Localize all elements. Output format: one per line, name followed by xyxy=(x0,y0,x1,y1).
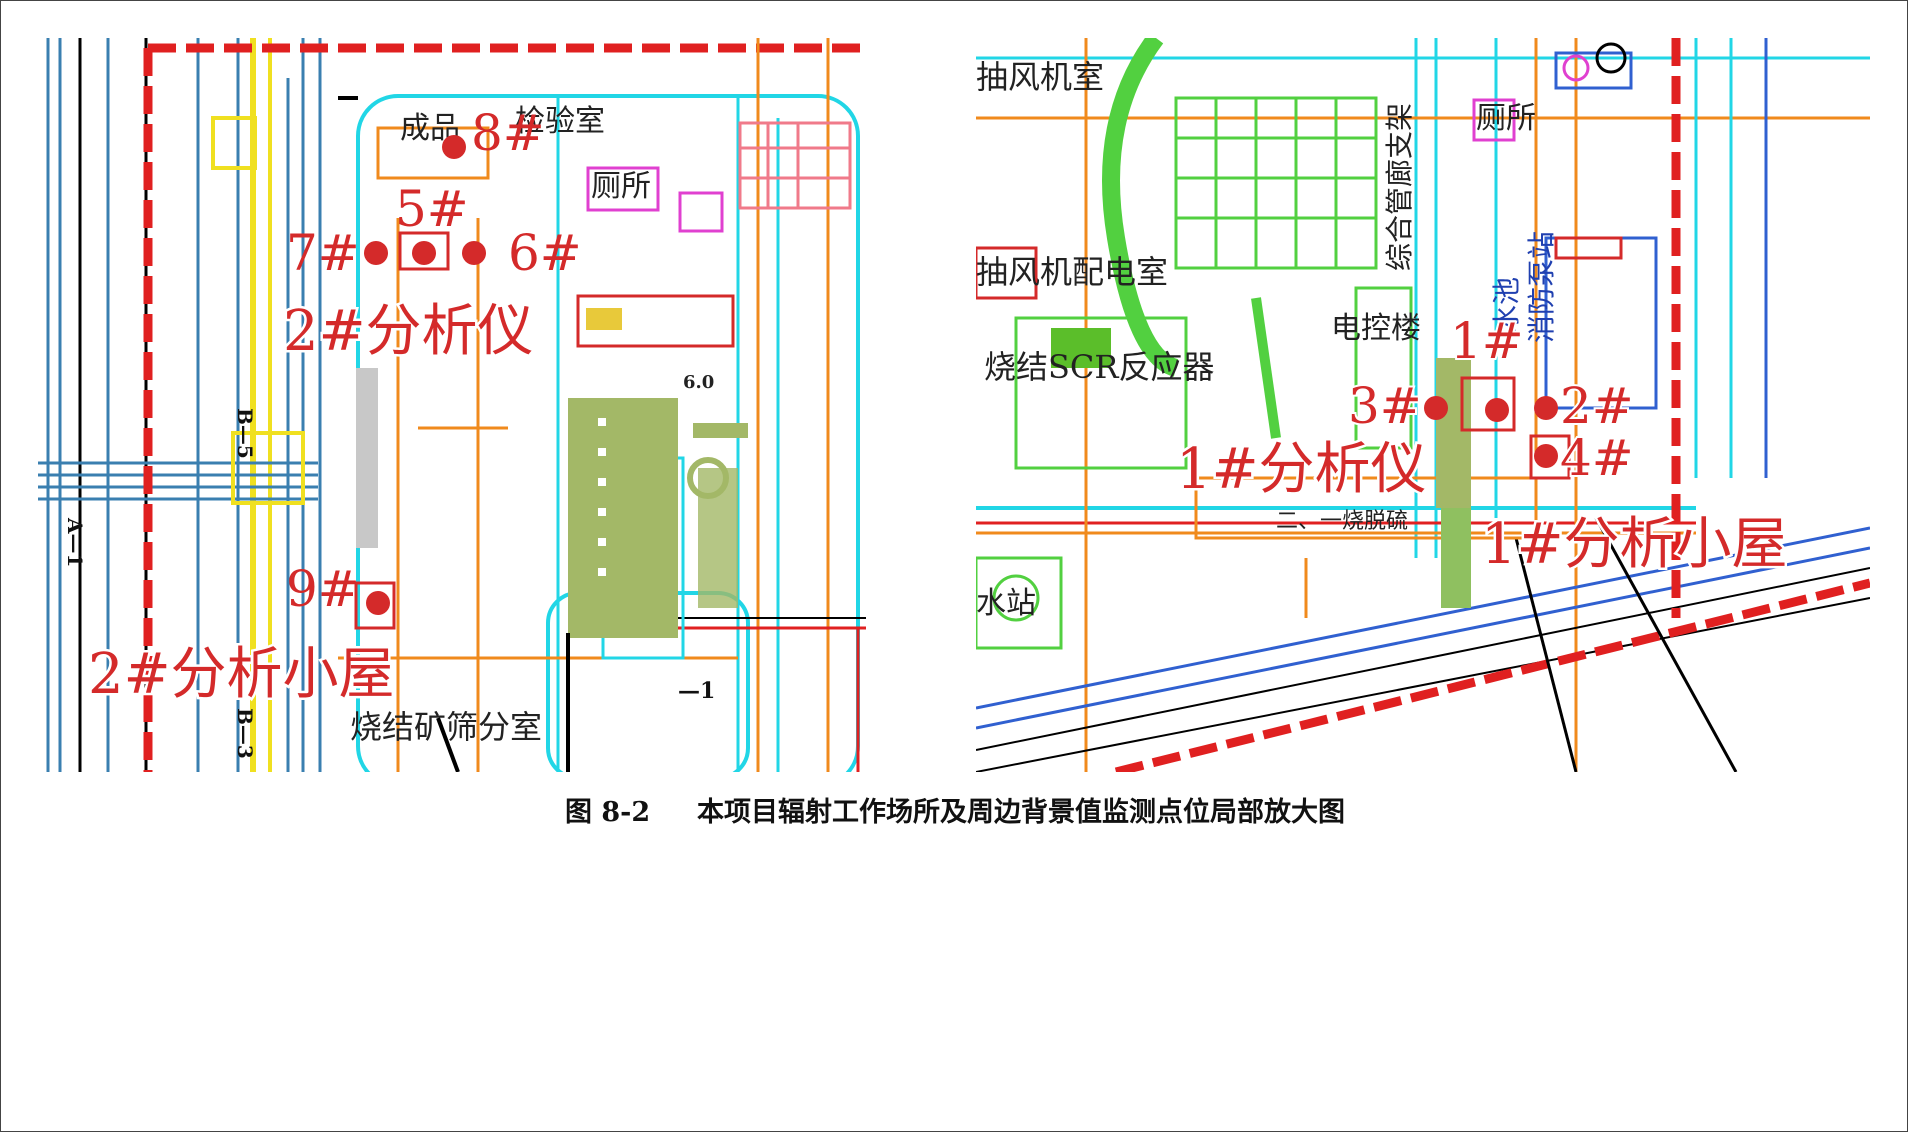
label-a1: A—1 xyxy=(63,517,87,567)
point-4-label: 4# xyxy=(1560,429,1634,487)
label-desulf: 二、一烧脱硫 xyxy=(1276,509,1408,534)
point-5-marker xyxy=(412,241,436,265)
right-map-drawing: 抽风机室 厕所 抽风机配电室 烧结SCR反应器 电控楼 综合管廊支架 水池 消防… xyxy=(976,38,1870,772)
point-2-marker xyxy=(1534,396,1558,420)
label-60: 6.0 xyxy=(683,372,714,393)
figure-number: 图 8-2 xyxy=(565,797,651,828)
label-toilet: 厕所 xyxy=(591,169,651,204)
label-sinter-room: 烧结矿筛分室 xyxy=(350,708,542,746)
label-pool: 水池 xyxy=(1490,277,1523,333)
point-6-marker xyxy=(462,241,486,265)
point-3-marker xyxy=(1424,396,1448,420)
point-9-marker xyxy=(366,591,390,615)
point-7-marker xyxy=(364,241,388,265)
label-water-station: 水站 xyxy=(976,586,1036,621)
point-4-marker xyxy=(1534,444,1558,468)
point-6-label: 6# xyxy=(508,224,582,282)
left-map-drawing: 成品 检验室 厕所 烧结矿筛分室 B—5 A—1 —1 B—3 6.0 8# 5… xyxy=(38,38,866,772)
point-8-label: 8# xyxy=(471,104,545,162)
point-3-label: 3# xyxy=(1348,377,1422,435)
hut-1-label: 1#分析小屋 xyxy=(1481,512,1788,577)
analyzer-1-label: 1#分析仪 xyxy=(1176,437,1427,502)
label-control-building: 电控楼 xyxy=(1331,311,1421,346)
label-toilet-right: 厕所 xyxy=(1476,101,1536,136)
point-7-label: 7# xyxy=(286,224,360,282)
figure-caption: 图 8-2 本项目辐射工作场所及周边背景值监测点位局部放大图 xyxy=(0,790,1910,829)
label-b3: B—3 xyxy=(233,708,257,759)
label-scr-reactor: 烧结SCR反应器 xyxy=(984,348,1215,386)
right-map-panel: 抽风机室 厕所 抽风机配电室 烧结SCR反应器 电控楼 综合管廊支架 水池 消防… xyxy=(976,38,1870,772)
hut-2-label: 2#分析小屋 xyxy=(88,642,395,707)
label-lab: 检验室 xyxy=(515,104,605,139)
point-8-marker xyxy=(442,135,466,159)
point-9-label: 9# xyxy=(286,560,360,618)
analyzer-2-label: 2#分析仪 xyxy=(283,299,534,364)
point-2-label: 2# xyxy=(1560,377,1634,435)
point-5-label: 5# xyxy=(395,180,469,238)
left-map-panel: 成品 检验室 厕所 烧结矿筛分室 B—5 A—1 —1 B—3 6.0 8# 5… xyxy=(38,38,866,772)
label-fire-pump: 消防泵站 xyxy=(1525,231,1558,343)
point-1-label: 1# xyxy=(1450,312,1524,370)
label-fan-power-room: 抽风机配电室 xyxy=(976,253,1168,291)
figure-title: 本项目辐射工作场所及周边背景值监测点位局部放大图 xyxy=(697,797,1345,828)
label-fan-room: 抽风机室 xyxy=(976,58,1104,96)
label-e1: —1 xyxy=(678,678,715,704)
label-b5: B—5 xyxy=(233,408,257,459)
point-1-marker xyxy=(1485,398,1509,422)
label-pipe-rack: 综合管廊支架 xyxy=(1383,103,1416,271)
